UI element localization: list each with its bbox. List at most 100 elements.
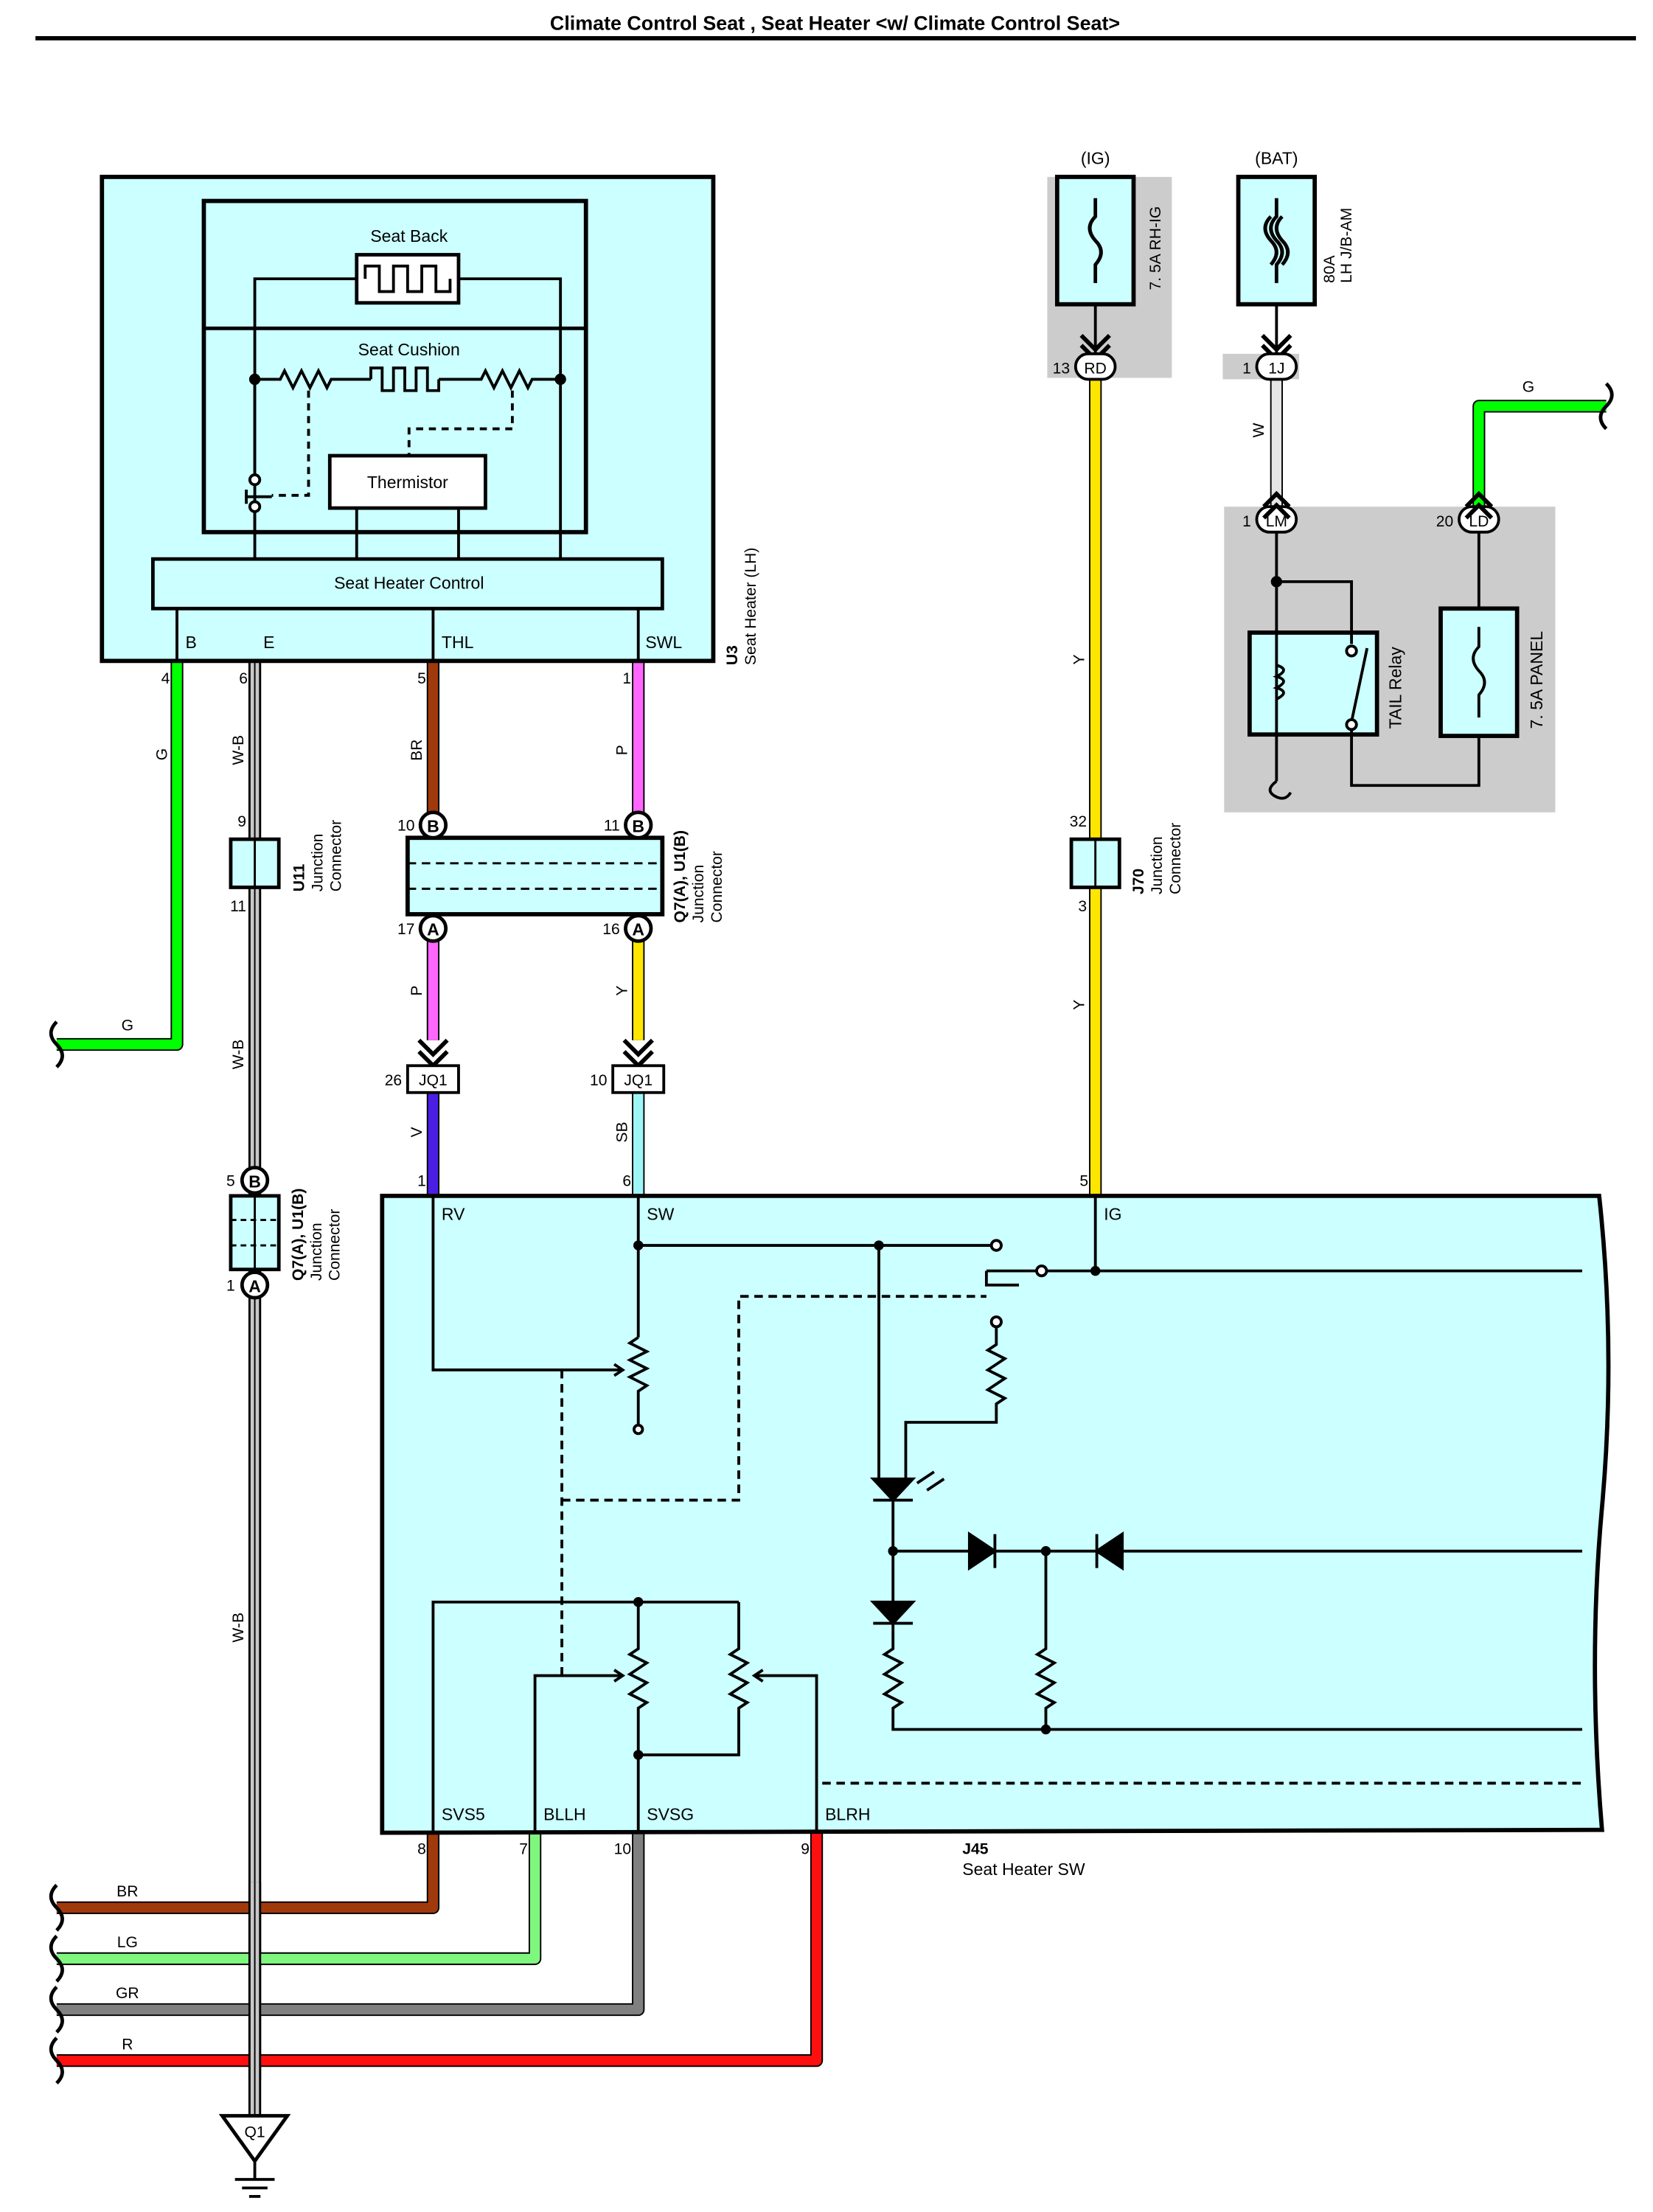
page-title: Climate Control Seat , Seat Heater <w/ C… <box>550 12 1120 34</box>
j45-num-bllh: 7 <box>519 1840 528 1857</box>
j70-code: J70 <box>1130 869 1147 894</box>
q7-low-type1: Junction <box>308 1222 325 1281</box>
q7-low-pin-out: 1 <box>226 1277 235 1294</box>
label-wb-1: W-B <box>230 735 247 765</box>
rd-connector-label: RD <box>1084 361 1107 378</box>
fuse-bat-location: LH J/B-AM <box>1338 208 1355 283</box>
fuse-ig-label: 7. 5A RH-IG <box>1147 206 1164 291</box>
label-w: W <box>1250 422 1267 437</box>
seat-back-heater-icon <box>355 253 461 305</box>
junction-j70: 32 3 J70 Junction Connector <box>1069 813 1184 915</box>
q7-top-type2: Connector <box>709 851 725 922</box>
fuse-bat-rating: 80A <box>1321 254 1338 282</box>
panel-fuse-label: 7. 5A PANEL <box>1527 631 1546 729</box>
wire-labels: G W-B W-B W-B BR P P Y V SB Y Y W G G BR… <box>116 379 1534 2053</box>
j70-type2: Connector <box>1167 823 1184 894</box>
tail-relay-box: LM LD 1 20 TAIL Relay 7. 5A PANEL <box>1224 490 1556 813</box>
j45-num-sw: 6 <box>622 1172 631 1189</box>
u11-pin-in: 9 <box>237 813 246 830</box>
jq1-pin-left: 26 <box>385 1072 402 1089</box>
fuse-rh-ig: (IG) RD 13 7. 5A RH-IG <box>1047 149 1172 381</box>
u3-name: Seat Heater (LH) <box>742 548 759 666</box>
thermistor-label: Thermistor <box>367 473 448 492</box>
bat-source-label: (BAT) <box>1255 149 1298 168</box>
label-wb-3: W-B <box>230 1613 247 1643</box>
u3-pin-thl: THL <box>442 633 474 652</box>
q7-top-letter-b1: B <box>427 817 439 836</box>
q7-top-letter-a2: A <box>632 920 644 939</box>
q7-low-pin-in: 5 <box>226 1172 235 1189</box>
j45-pin-bllh: BLLH <box>543 1804 586 1823</box>
u3-num-e: 6 <box>239 670 248 687</box>
j45-num-svs5: 8 <box>417 1840 426 1857</box>
tail-relay <box>1247 630 1379 737</box>
jq1-label-left: JQ1 <box>419 1072 448 1089</box>
tail-relay-label: TAIL Relay <box>1385 647 1405 729</box>
junction-q7-low: B A 5 1 Q7(A), U1(B) Junction Connector <box>226 1166 344 1300</box>
u3-num-thl: 5 <box>417 670 426 687</box>
label-bus-lg: LG <box>117 1934 138 1951</box>
j45-num-rv: 1 <box>417 1172 426 1189</box>
q7-low-letter-a: A <box>248 1276 261 1295</box>
label-p-top: P <box>613 745 630 755</box>
seat-heater-control-box <box>150 557 664 611</box>
label-br: BR <box>408 740 425 761</box>
seat-cushion-label: Seat Cushion <box>358 340 460 359</box>
label-bus-r: R <box>122 2036 133 2053</box>
fuse-lh-jb-am: (BAT) 1J 1 80A LH J/B-AM <box>1222 149 1355 381</box>
u11-type1: Junction <box>310 834 327 892</box>
label-y-mid: Y <box>613 986 630 996</box>
label-wb-2: W-B <box>230 1040 247 1070</box>
fusible-link-icon <box>1263 198 1290 283</box>
j45-num-blrh: 9 <box>801 1840 810 1857</box>
j45-num-svsg: 10 <box>614 1840 631 1857</box>
j70-pin-out: 3 <box>1078 898 1087 915</box>
rd-pin: 13 <box>1053 361 1070 378</box>
thermistor-box <box>327 453 487 510</box>
lm-pin: 1 <box>1242 513 1251 530</box>
ground-q1: Q1 <box>218 2114 291 2198</box>
label-y-down: Y <box>1071 1000 1088 1010</box>
u3-pin-swl: SWL <box>645 633 682 652</box>
q7-top-letter-a1: A <box>427 920 439 939</box>
j70-pin-in: 32 <box>1070 813 1087 830</box>
wire-break-marks <box>49 382 1614 2085</box>
q7-top-pin-y-out: 16 <box>602 921 619 938</box>
jq1-pin-right: 10 <box>590 1072 607 1089</box>
q7-top-letter-b2: B <box>632 817 644 836</box>
u11-code: U11 <box>291 863 308 891</box>
label-sb: SB <box>613 1121 630 1142</box>
wires <box>56 379 1607 2116</box>
u3-code: U3 <box>724 645 741 665</box>
label-bus-br: BR <box>116 1883 138 1900</box>
seat-heater-u3: Seat Back Seat Cushion Thermistor <box>100 175 759 687</box>
ld-pin: 20 <box>1436 513 1453 530</box>
jq1-label-right: JQ1 <box>624 1072 652 1089</box>
q7-low-letter-b: B <box>248 1172 261 1191</box>
j70-type1: Junction <box>1149 836 1166 894</box>
junction-u11: 9 11 U11 Junction Connector <box>229 813 345 915</box>
q7-top-type1: Junction <box>690 865 707 923</box>
seat-back-label: Seat Back <box>370 226 448 246</box>
1j-connector-label: 1J <box>1268 361 1284 378</box>
1j-pin: 1 <box>1242 361 1251 378</box>
u3-num-swl: 1 <box>622 670 631 687</box>
j45-internal-circuit <box>431 1195 1582 1833</box>
seat-heater-switch-j45: RV SW IG 1 6 5 SVS5 BLLH SVSG BLRH 8 7 1… <box>380 1172 1611 1879</box>
q7-top-pin-p-out: 17 <box>397 921 414 938</box>
label-g-left: G <box>154 748 171 760</box>
label-g-left-h: G <box>122 1017 133 1034</box>
j45-pin-rv: RV <box>442 1205 465 1224</box>
q7-low-type2: Connector <box>327 1209 344 1281</box>
q7-top-pin-br-in: 10 <box>397 818 414 835</box>
lm-connector-label: LM <box>1266 513 1287 530</box>
u3-pin-b: B <box>186 633 197 652</box>
j45-name: Seat Heater SW <box>962 1860 1085 1879</box>
j45-pin-blrh: BLRH <box>825 1804 870 1823</box>
fuse-icon <box>1088 198 1103 283</box>
label-g-right: G <box>1522 379 1534 396</box>
seat-heater-control-label: Seat Heater Control <box>334 573 484 592</box>
q7-top-pin-p-in: 11 <box>604 818 620 835</box>
label-v: V <box>408 1127 425 1137</box>
